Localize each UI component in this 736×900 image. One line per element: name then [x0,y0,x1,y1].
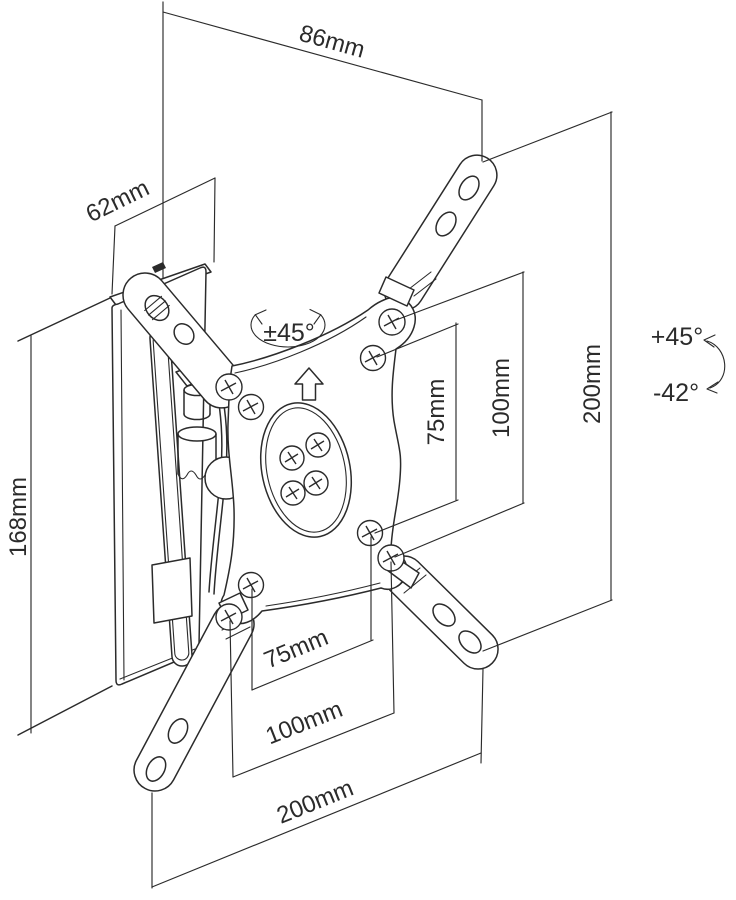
upper-left-arm [122,272,245,409]
arm-round-hole [173,323,195,345]
dimension-overall-height: 200mm [482,111,613,652]
arm-hole [458,630,482,654]
lower-catch-tab [151,557,193,624]
screw-icon [377,544,405,572]
dim-label-168mm: 168mm [5,477,32,557]
arm-hole [145,756,167,782]
screw-icon [237,393,265,421]
screw-icon [378,308,406,336]
dim-label-100mm-horizontal: 100mm [262,696,346,750]
screw-icon [280,480,306,506]
tilt-down-label: -42° [653,379,699,407]
arm-hole [435,211,457,237]
dim-label-100mm-vertical: 100mm [488,358,515,438]
swivel-range-label: ±45° [263,319,315,347]
screw-icon [215,603,243,631]
wall-surface-edges [17,297,113,736]
tilt-arrow-icon [703,334,716,348]
dimension-vesa-vertical-75: 75mm [374,322,459,534]
tilt-indicator: +45° -42° [651,323,726,407]
plate-top-notch [152,262,166,273]
rotation-arrow-icon [309,308,322,325]
vesa-screws [215,308,406,631]
swivel-indicator: ±45° [250,308,326,348]
dim-label-75mm-horizontal: 75mm [260,624,332,674]
arm-hole [167,718,189,744]
dim-label-75mm-vertical: 75mm [423,379,450,446]
arm-bend-tab [378,276,415,307]
screw-icon [356,519,384,547]
tilt-arrow-icon [706,381,719,394]
dim-label-200mm-vertical: 200mm [579,344,606,424]
arm-hole [458,175,480,201]
rotation-boss [259,402,353,538]
dim-label-62mm: 62mm [82,175,154,229]
screw-icon [305,432,331,458]
screw-icon [279,445,305,471]
arm-hole [432,603,456,627]
screw-icon [215,373,243,401]
dim-label-86mm: 86mm [296,20,367,64]
dimension-vesa-vertical-100: 100mm [394,271,525,558]
rotation-arrow-icon [254,309,267,325]
up-arrow-icon [294,367,324,401]
screw-icon [303,470,329,496]
tilt-up-label: +45° [651,323,703,351]
hinge-collar [177,426,217,442]
screw-icon [359,344,387,372]
screw-icon [237,571,265,599]
dimension-wall-plate-height: 168mm [5,335,32,734]
dim-label-200mm-horizontal: 200mm [273,775,357,830]
